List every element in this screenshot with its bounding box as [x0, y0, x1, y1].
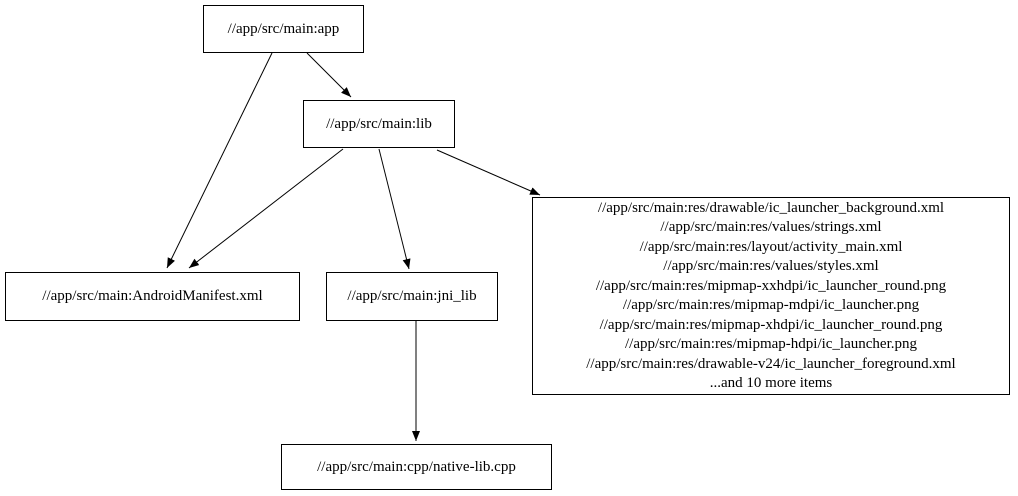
edge-lib-to-resgroup [436, 149, 541, 196]
res-group-line: //app/src/main:res/mipmap-hdpi/ic_launch… [624, 336, 917, 352]
res-group-line: //app/src/main:res/mipmap-xhdpi/ic_launc… [599, 316, 943, 333]
res-group-line: //app/src/main:res/values/strings.xml [660, 219, 882, 235]
res-group-line: //app/src/main:res/drawable-v24/ic_launc… [586, 355, 956, 372]
graph-node-jnilib-label: //app/src/main:jni_lib [347, 288, 477, 304]
graph-node-app: //app/src/main:app [203, 5, 364, 53]
res-group-line: //app/src/main:res/drawable/ic_launcher_… [597, 199, 945, 216]
edge-app-to-lib [306, 52, 352, 98]
res-group-line: //app/src/main:res/layout/activity_main.… [639, 238, 903, 255]
graph-node-jnilib: //app/src/main:jni_lib [326, 272, 498, 321]
res-group-line: //app/src/main:res/mipmap-xxhdpi/ic_laun… [595, 277, 947, 294]
graph-node-app-label: //app/src/main:app [227, 20, 340, 37]
res-group-line: //app/src/main:res/mipmap-mdpi/ic_launch… [622, 297, 920, 313]
edge-lib-to-androidmanifest [188, 148, 344, 269]
res-group-more-items: ...and 10 more items [709, 375, 833, 391]
graph-node-lib: //app/src/main:lib [303, 100, 455, 148]
graph-node-nativelib-label: //app/src/main:cpp/native-lib.cpp [317, 458, 516, 475]
graph-node-androidmanifest: //app/src/main:AndroidManifest.xml [5, 272, 300, 321]
edge-app-to-androidmanifest [166, 52, 273, 269]
edge-lib-to-jnilib [378, 148, 411, 270]
graph-node-lib-label: //app/src/main:lib [326, 115, 432, 132]
graph-node-nativelib: //app/src/main:cpp/native-lib.cpp [281, 444, 552, 490]
res-group-line: //app/src/main:res/values/styles.xml [663, 258, 879, 274]
graph-node-androidmanifest-label: //app/src/main:AndroidManifest.xml [42, 288, 263, 304]
graph-node-res-group: //app/src/main:res/drawable/ic_launcher_… [532, 197, 1010, 395]
